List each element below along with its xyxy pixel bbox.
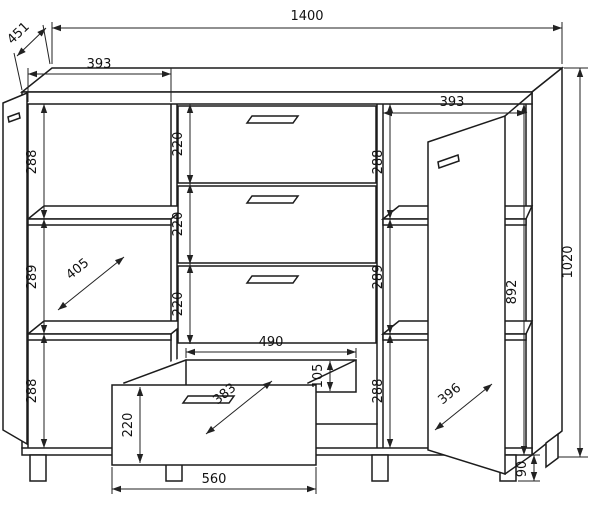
dim-label-right-section-width: 393 <box>440 95 465 110</box>
dim-label-drawer-box-width: 490 <box>259 335 284 350</box>
dim-drawer-front-heights: 220 220 220 <box>171 104 194 344</box>
dim-label-right-shelf-2: 289 <box>371 265 386 290</box>
dim-label-left-shelf-2: 289 <box>25 265 40 290</box>
dim-label-drawer-front-height: 220 <box>121 413 136 438</box>
dim-side-height: 892 <box>505 103 532 456</box>
dim-right-shelf-heights: 288 289 288 <box>371 104 394 448</box>
dim-label-leg-height: 90 <box>515 461 530 478</box>
dim-drawer-front-width: 560 <box>111 467 317 494</box>
left-door-handle <box>7 111 21 124</box>
drawer-fronts <box>177 105 377 344</box>
dimension-line <box>16 27 47 57</box>
dim-left-shelf-heights: 288 289 288 <box>25 104 48 448</box>
right-door-panel <box>427 114 506 476</box>
cabinet-legs <box>29 432 559 482</box>
shelf-top-face <box>25 205 190 220</box>
cabinet-right-side-face <box>531 66 563 457</box>
drawer-handles <box>245 115 300 284</box>
dimension-line <box>434 383 493 431</box>
dim-label-right-shelf-3: 288 <box>371 379 386 404</box>
dim-overall-height: 1020 <box>558 67 588 458</box>
left-compartment-shelves <box>25 205 190 341</box>
left-door-panel <box>2 91 28 446</box>
drawer-front-panels <box>177 105 377 344</box>
dim-label-left-shelf-1: 288 <box>25 150 40 175</box>
dim-left-section-width: 393 <box>27 57 172 102</box>
dim-label-drawer-front-3: 220 <box>171 292 186 317</box>
dim-label-right-shelf-1: 288 <box>371 150 386 175</box>
dim-label-overall-height: 1020 <box>561 245 576 278</box>
dimension-line <box>205 380 273 435</box>
right-door-handle <box>437 153 460 170</box>
dim-label-left-shelf-3: 288 <box>25 379 40 404</box>
dim-label-drawer-front-1: 220 <box>171 132 186 157</box>
dim-drawer-side-height: 105 <box>311 361 334 391</box>
shelf-front-edge <box>27 333 172 341</box>
dimension-line <box>57 256 125 311</box>
dim-label-drawer-front-width: 560 <box>202 472 227 487</box>
left-door-open <box>2 91 28 446</box>
dim-label-overall-depth: 451 <box>4 19 32 47</box>
dim-overall-width: 1400 <box>51 9 563 64</box>
dim-drawer-front-height: 220 <box>121 387 144 463</box>
dim-label-drawer-front-2: 220 <box>171 212 186 237</box>
dim-label-drawer-side-height: 105 <box>311 364 326 389</box>
dim-label-left-section-width: 393 <box>87 57 112 72</box>
dim-label-overall-width: 1400 <box>290 9 323 24</box>
dim-drawer-box-width: 490 <box>185 335 357 358</box>
dim-leg-height: 90 <box>515 454 540 482</box>
extension-lines <box>558 67 588 458</box>
dim-label-side-height: 892 <box>505 280 520 305</box>
shelf-top-face <box>25 320 190 335</box>
shelf-front-edge <box>27 218 172 226</box>
